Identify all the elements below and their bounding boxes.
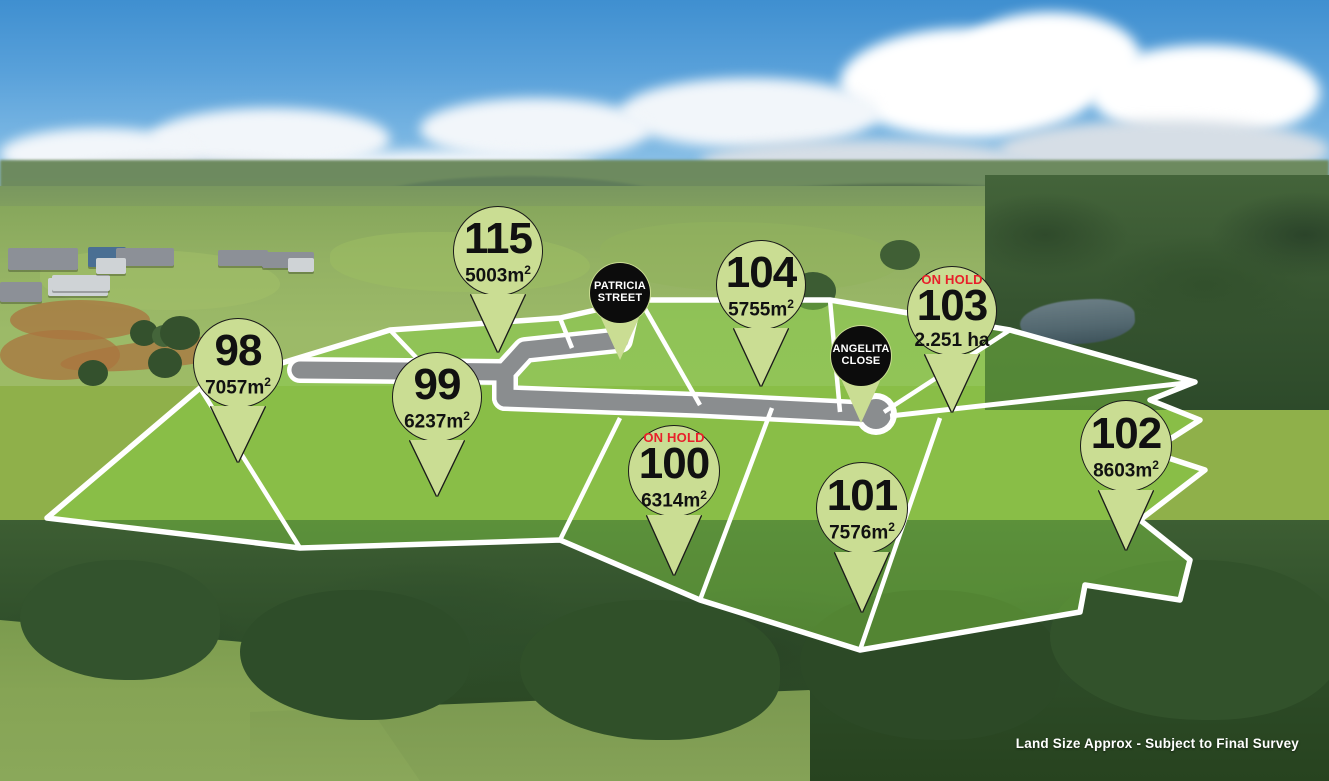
lot-marker-tail [647,515,701,575]
rural-house [116,248,174,266]
rural-house [8,248,78,270]
tree-canopy [800,590,1060,740]
tree-canopy [20,560,220,680]
lot-area-value: 6314m [641,490,701,512]
lot-area-unit: 2 [787,296,794,311]
lot-number: 115 [464,213,533,263]
divider-99-south [299,537,561,551]
lot-area-value: 2.251 ha [914,329,990,351]
lot-area-unit: 2 [463,408,470,423]
lot-marker-tail [211,406,265,462]
disclaimer-text: Land Size Approx - Subject to Final Surv… [1015,736,1299,751]
lot-area-unit: 2 [700,488,707,503]
lot-marker-tail [734,328,788,386]
street-marker-body: ANGELITA CLOSE [830,325,892,387]
street-marker-tail [842,381,880,423]
lot-number: 102 [1090,408,1162,458]
lot-area: 7057m2 [205,376,271,397]
street-name-label: PATRICIA STREET [594,280,646,304]
lot-area: 7576m2 [829,521,895,542]
lot-number: 99 [413,359,462,409]
rural-house [288,258,314,272]
cloud [420,98,650,160]
status-badge: ON HOLD [643,430,705,446]
tree-canopy [240,590,470,720]
lot-number: 103 [916,280,988,330]
lot-area-value: 7057m [205,377,265,399]
lot-number: 98 [214,325,263,375]
lot-area-unit: 2 [888,519,895,534]
lot-area: 5003m2 [465,264,531,285]
street-patricia-marker[interactable]: PATRICIA STREET [589,262,651,360]
lot-area: 5755m2 [728,298,794,319]
status-badge: ON HOLD [921,271,983,287]
lot-area-value: 6237m [404,411,464,433]
rural-house [96,258,126,274]
street-marker-disc: ANGELITA CLOSE [831,326,891,386]
lot-number: 104 [725,247,797,297]
street-marker-tail [601,318,639,360]
lot-number: 101 [826,470,898,520]
lot-area-value: 5003m [465,265,525,287]
tree [160,316,200,350]
lot-marker-tail [835,552,889,612]
lot-area: 2.251 ha [915,331,990,350]
tree-canopy [520,600,780,740]
lot-area: 8603m2 [1093,459,1159,480]
divider-99-100 [557,417,623,541]
rural-house [0,282,42,302]
lot-area: 6237m2 [404,410,470,431]
tree [78,360,108,386]
lot-marker-tail [1099,490,1153,550]
rural-house [218,250,268,266]
lot-marker-tail [471,294,525,352]
lot-number: 100 [638,439,710,489]
street-name-label: ANGELITA CLOSE [832,343,890,367]
lot-area-unit: 2 [1152,457,1159,472]
lot-area-value: 8603m [1093,460,1153,482]
divider-115-104 [638,298,702,407]
lot-area-value: 5755m [728,299,788,321]
lot-area: 6314m2 [641,489,707,510]
lot-area-unit: 2 [524,262,531,277]
lot-marker-tail [925,354,979,412]
rural-shed [52,275,110,291]
cloud [620,78,880,148]
lot-area-value: 7576m [829,522,889,544]
tree [148,348,182,378]
lot-marker-tail [410,440,464,496]
street-angelita-marker[interactable]: ANGELITA CLOSE [830,325,892,423]
street-marker-body: PATRICIA STREET [589,262,651,324]
street-marker-disc: PATRICIA STREET [590,263,650,323]
lot-area-unit: 2 [264,374,271,389]
divider-115-east [557,317,575,349]
divider-100-101 [697,407,775,601]
tree [880,240,920,270]
